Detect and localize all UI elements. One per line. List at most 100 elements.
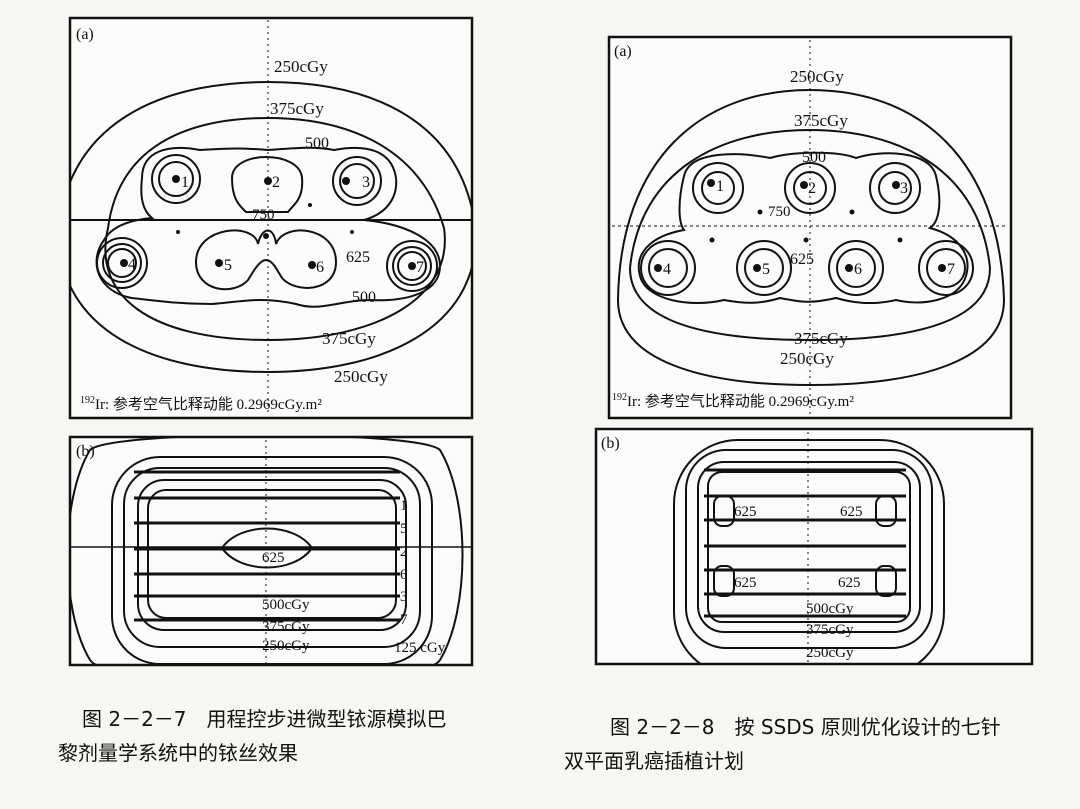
right-a-ring-7-outer [918, 240, 974, 296]
left-panel-b: (b) 1 5 2 6 3 7 625 500cGy 375cGy 250cGy… [68, 435, 474, 667]
left-a-needle-1: 1 [181, 174, 189, 191]
right-a-needle-7: 7 [947, 261, 955, 278]
right-b-isodose-625-ll [713, 565, 735, 597]
left-a-needle-2: 2 [272, 174, 280, 191]
right-a-ring-3-outer [869, 162, 921, 214]
left-b-label-250: 250cGy [262, 638, 310, 654]
left-a-ring-7-inner [397, 251, 427, 281]
left-a-label-625: 625 [346, 249, 370, 266]
left-b-isodose-125 [70, 437, 464, 665]
left-a-ring-3-outer [332, 156, 382, 206]
right-a-ring-2-outer [784, 162, 836, 214]
left-a-isodose-250 [70, 80, 472, 374]
right-b-isodose-500 [697, 461, 921, 633]
right-a-label-375-bottom: 375cGy [794, 329, 848, 348]
right-a-label-750: 750 [768, 204, 791, 220]
right-a-ring-4-inner [648, 248, 688, 288]
left-a-needle-5: 5 [224, 257, 232, 274]
left-b-row-label-5: 5 [400, 521, 408, 537]
right-caption-line-2: 双平面乳癌插植计划 [564, 749, 744, 773]
right-a-ring-5-outer [736, 240, 792, 296]
left-b-label-500: 500cGy [262, 597, 310, 613]
right-a-point-4 [654, 264, 662, 272]
right-a-ring-7-inner [926, 248, 966, 288]
left-a-label-250-bottom: 250cGy [334, 367, 388, 386]
left-a-note-sup: 192 [80, 395, 95, 406]
left-a-point-6 [308, 261, 316, 269]
left-a-label-375-bottom: 375cGy [322, 329, 376, 348]
right-a-point-7 [938, 264, 946, 272]
right-b-label-375: 375cGy [806, 622, 854, 638]
right-a-needle-3: 3 [900, 180, 908, 197]
right-a-ref-dot [803, 237, 809, 243]
left-b-isodose-inner [147, 489, 397, 619]
right-a-point-5 [753, 264, 761, 272]
left-b-tag: (b) [76, 443, 95, 460]
right-b-label-625-ur: 625 [840, 504, 863, 520]
left-a-point-2 [264, 177, 272, 185]
left-a-ring-4-mid [102, 243, 142, 283]
left-a-point-7 [408, 262, 416, 270]
right-a-ring-3-inner [878, 171, 912, 205]
left-a-label-750: 750 [252, 207, 275, 223]
right-a-ring-1-inner [701, 171, 735, 205]
left-a-ring-4-outer [96, 237, 148, 289]
right-a-isodose-250 [616, 88, 1006, 387]
right-a-label-250-top: 250cGy [790, 67, 844, 86]
left-a-needle-6: 6 [316, 259, 324, 276]
right-a-ref-dot [897, 237, 903, 243]
right-a-ring-4-outer [640, 240, 696, 296]
right-a-point-6 [845, 264, 853, 272]
left-b-isodose-500 [137, 479, 407, 631]
left-a-point-5 [215, 259, 223, 267]
right-a-isodose-500 [637, 151, 969, 305]
right-b-isodose-375 [685, 449, 933, 649]
right-a-label-625: 625 [790, 251, 814, 268]
left-a-needle-7: 7 [416, 259, 424, 276]
left-a-point-4 [120, 259, 128, 267]
right-a-label-250-bottom: 250cGy [780, 349, 834, 368]
right-b-label-625-lr: 625 [838, 575, 861, 591]
right-a-needle-2: 2 [808, 180, 816, 197]
left-a-point-1 [172, 175, 180, 183]
right-panel-a: (a) 250cGy 375cGy 500 750 625 375cGy 250… [607, 35, 1013, 420]
right-a-ring-5-inner [744, 248, 784, 288]
right-a-isodose-375 [628, 128, 992, 342]
right-a-note-text: Ir: 参考空气比释动能 0.2969cGy.m² [627, 393, 854, 410]
left-a-label-250-top: 250cGy [274, 57, 328, 76]
right-caption: 图 2－2－8 按 SSDS 原则优化设计的七针 双平面乳癌插植计划 [564, 710, 1001, 778]
left-b-row-label-3: 3 [400, 589, 408, 605]
right-a-ring-1-outer [692, 162, 744, 214]
left-a-ring-7-mid [392, 246, 432, 286]
right-caption-line-1: 图 2－2－8 按 SSDS 原则优化设计的七针 [610, 715, 1001, 739]
left-panel-a-frame [68, 16, 474, 420]
left-a-note-text: Ir: 参考空气比释动能 0.2969cGy.m² [95, 396, 322, 413]
right-a-needle-5: 5 [762, 261, 770, 278]
left-a-label-500-bottom: 500 [352, 289, 376, 306]
right-b-needle-rows [704, 468, 906, 618]
left-a-ring-3-inner [339, 163, 375, 199]
left-b-label-125: 125 cGy [394, 640, 446, 656]
right-a-tag: (a) [614, 43, 632, 60]
right-a-label-500: 500 [802, 149, 826, 166]
right-a-ref-dot [849, 209, 855, 215]
right-a-ring-6-outer [828, 240, 884, 296]
right-b-isodose-625-lr [875, 565, 897, 597]
left-panel-a: (a) 250cGy 375cGy 500 750 625 500 375cGy… [68, 16, 474, 420]
right-a-label-375-top: 375cGy [794, 111, 848, 130]
left-a-ring-4-inner [107, 248, 137, 278]
left-caption-line-1: 图 2－2－7 用程控步进微型铱源模拟巴 [82, 707, 447, 731]
right-a-ref-dot [709, 237, 715, 243]
left-a-note: 192Ir: 参考空气比释动能 0.2969cGy.m² [80, 395, 322, 413]
left-b-row-label-2: 2 [400, 544, 408, 560]
right-b-label-250: 250cGy [806, 645, 854, 661]
left-caption: 图 2－2－7 用程控步进微型铱源模拟巴 黎剂量学系统中的铱丝效果 [58, 702, 447, 770]
left-a-ring-7-outer [386, 240, 438, 292]
left-a-needle-3: 3 [362, 174, 370, 191]
left-a-needle-4: 4 [128, 256, 136, 273]
right-a-point-3 [892, 181, 900, 189]
right-panel-b: (b) 625 625 625 625 500cGy 375cGy 250cGy [594, 427, 1034, 666]
right-a-note: 192Ir: 参考空气比释动能 0.2969cGy.m² [612, 392, 854, 410]
